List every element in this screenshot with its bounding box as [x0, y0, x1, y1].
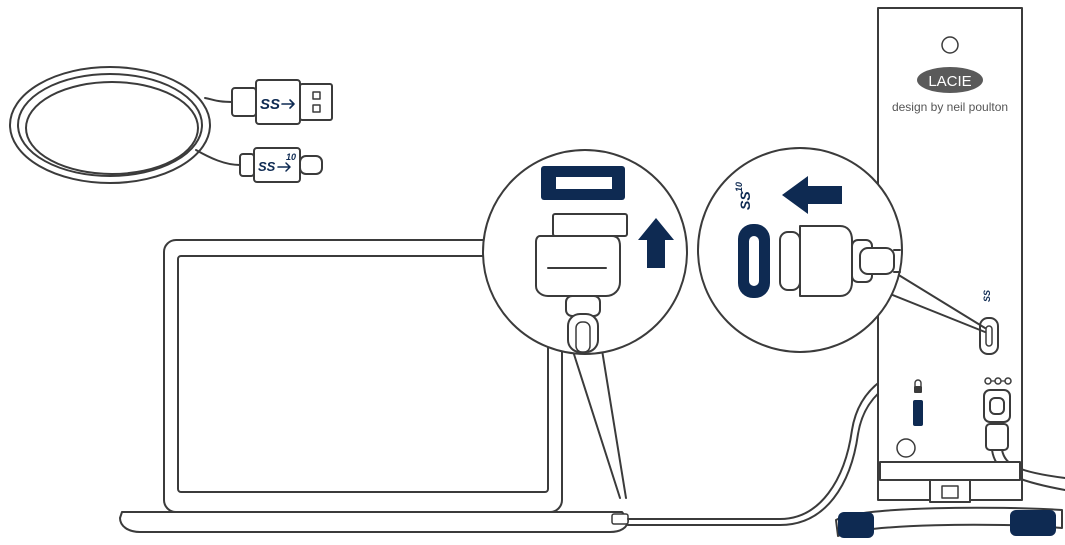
usb-cable-icon: SS SS 10	[9, 66, 333, 184]
callout-usb-c: SS 10	[697, 147, 903, 353]
usb-a-plug: SS	[231, 79, 333, 125]
drive-light	[941, 36, 959, 54]
lacie-logo-text: LACIE	[928, 73, 971, 90]
arrow-left-icon	[782, 176, 842, 214]
drive-tagline: design by neil poulton	[892, 100, 1008, 114]
usb-c-plug: SS 10	[239, 147, 323, 183]
laptop-icon	[119, 239, 629, 533]
port-label: SS	[982, 290, 992, 302]
lock-icon	[914, 379, 922, 393]
svg-text:SS: SS	[737, 191, 753, 210]
dc-power-icon	[984, 377, 1012, 385]
callout-usb-a	[482, 149, 688, 355]
svg-text:SS: SS	[982, 290, 992, 302]
security-slot	[913, 400, 923, 426]
ss-logo-usb-a: SS	[260, 96, 280, 113]
port-ss-label: SS 10	[734, 182, 753, 210]
lacie-logo	[917, 67, 983, 93]
ss-logo-usb-c: SS	[258, 159, 276, 174]
svg-text:10: 10	[734, 182, 744, 192]
ss-superscript-usb-c: 10	[286, 152, 296, 162]
arrow-up-icon	[638, 218, 674, 268]
